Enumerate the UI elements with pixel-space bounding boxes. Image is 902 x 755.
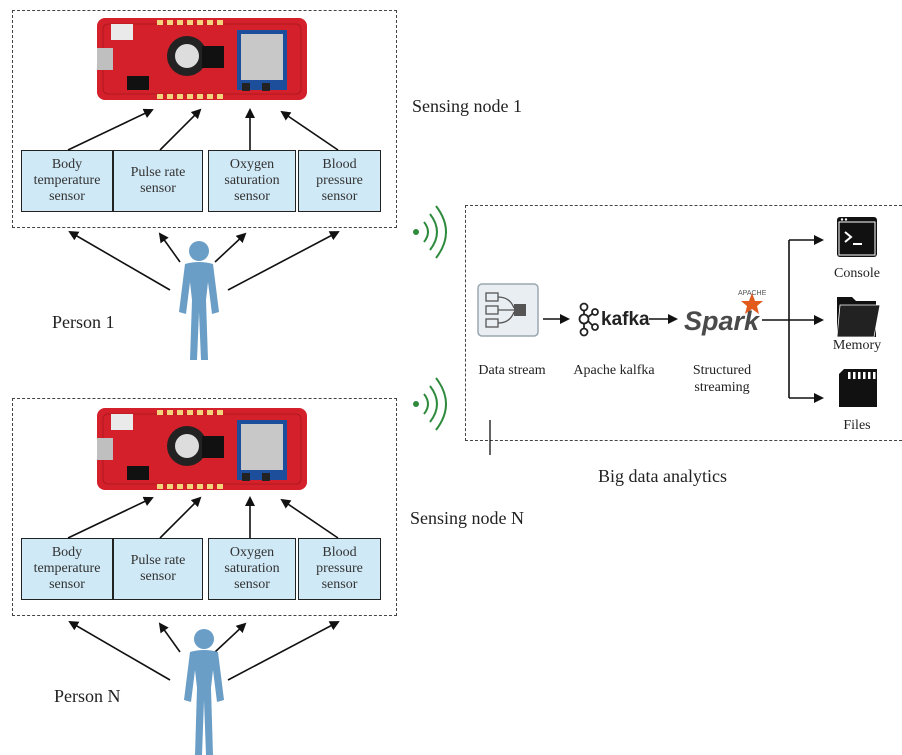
- output-files-label: Files: [843, 418, 871, 433]
- sensor-body-temperature-1: Body temperature sensor: [21, 150, 113, 212]
- apache-kafka-label: Apache kalfka: [573, 363, 655, 378]
- sensor-blood-pressure-n: Blood pressure sensor: [298, 538, 381, 600]
- spark-apache-text: APACHE: [738, 290, 767, 297]
- output-memory-label: Memory: [832, 338, 882, 353]
- kafka-logo-text: kafka: [601, 309, 650, 330]
- person-n-label: Person N: [54, 686, 121, 706]
- sensor-oxygen-saturation-n: Oxygen saturation sensor: [208, 538, 296, 600]
- sensor-oxygen-saturation-1: Oxygen saturation sensor: [208, 150, 296, 212]
- sensor-blood-pressure-1: Blood pressure sensor: [298, 150, 381, 212]
- sensor-pulse-rate-n: Pulse rate sensor: [113, 538, 203, 600]
- sensing-node-n-label: Sensing node N: [410, 508, 524, 528]
- structured-streaming-label: Structured streaming: [692, 363, 752, 395]
- sensing-node-n-box: [12, 398, 397, 616]
- data-stream-label: Data stream: [478, 363, 546, 378]
- sensor-body-temperature-n: Body temperature sensor: [21, 538, 113, 600]
- sensing-node-1-label: Sensing node 1: [412, 96, 522, 116]
- big-data-analytics-label: Big data analytics: [598, 466, 727, 486]
- big-data-analytics-box: [465, 205, 902, 441]
- person-1-label: Person 1: [52, 312, 115, 332]
- sensing-node-1-box: [12, 10, 397, 228]
- output-console-label: Console: [834, 266, 880, 281]
- sensor-pulse-rate-1: Pulse rate sensor: [113, 150, 203, 212]
